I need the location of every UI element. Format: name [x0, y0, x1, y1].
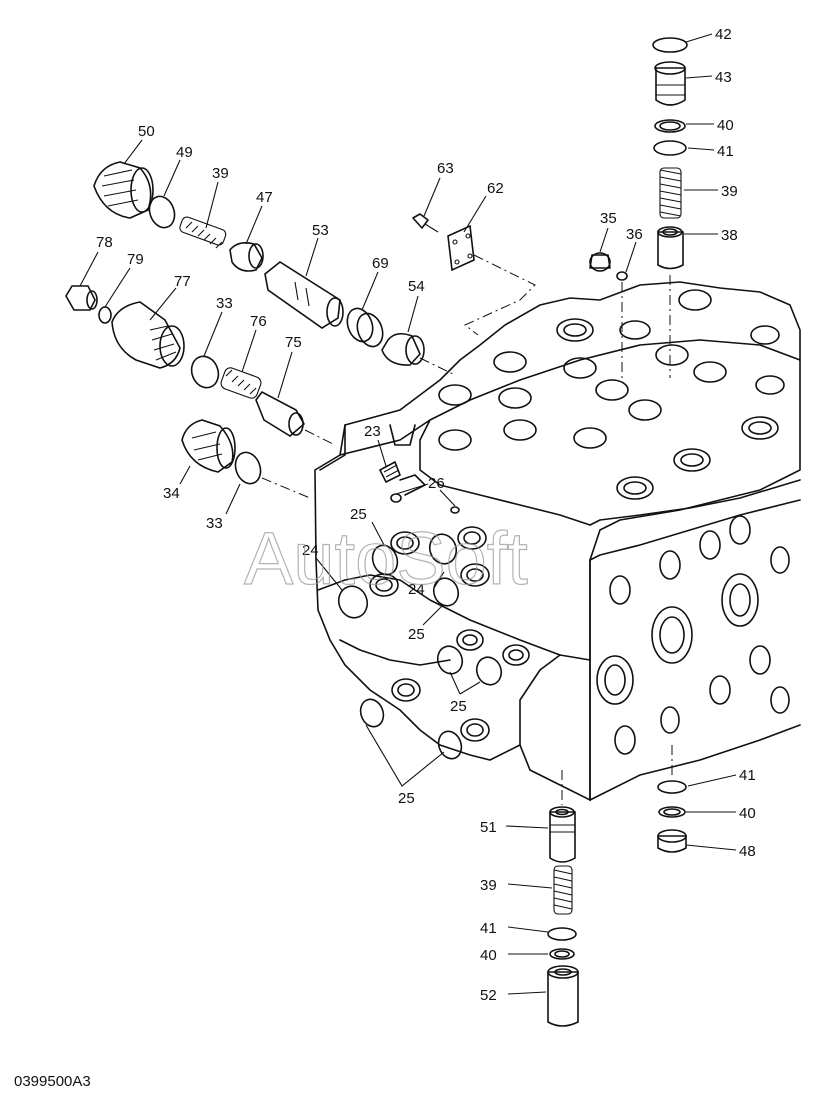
callout-26: 26: [428, 475, 445, 492]
callout-49: 49: [176, 144, 193, 161]
front-o-rings: [337, 533, 503, 760]
fittings-23-26: [379, 461, 460, 514]
drawing-code: 0399500A3: [14, 1073, 91, 1090]
watermark: AutoSoft: [244, 517, 528, 600]
callout-41: 41: [717, 143, 734, 160]
callout-24b: 24: [408, 581, 425, 598]
top-plug-stack: [589, 37, 688, 378]
callout-40c: 40: [480, 947, 497, 964]
callout-76: 76: [250, 313, 267, 330]
callout-41c: 41: [480, 920, 497, 937]
spool-assembly: [93, 161, 456, 376]
callout-53: 53: [312, 222, 329, 239]
valve-body: [314, 281, 801, 802]
callout-33: 33: [216, 295, 233, 312]
callout-labels: 42 43 40 41 39 38 36 35 50 49 39 47 53 6…: [96, 26, 756, 1004]
relief-assembly: [65, 285, 336, 446]
callout-77: 77: [174, 273, 191, 290]
callout-33b: 33: [206, 515, 223, 532]
callout-62: 62: [487, 180, 504, 197]
callout-52: 52: [480, 987, 497, 1004]
bottom-plug-stack: [547, 770, 579, 1027]
callout-69: 69: [372, 255, 389, 272]
callout-41b: 41: [739, 767, 756, 784]
callout-63: 63: [437, 160, 454, 177]
callout-39c: 39: [480, 877, 497, 894]
cover-plate: [412, 213, 536, 336]
callout-50: 50: [138, 123, 155, 140]
plug-34: [181, 419, 311, 499]
callout-43: 43: [715, 69, 732, 86]
callout-79: 79: [127, 251, 144, 268]
callout-35: 35: [600, 210, 617, 227]
callout-34: 34: [163, 485, 180, 502]
callout-25d: 25: [398, 790, 415, 807]
callout-78: 78: [96, 234, 113, 251]
callout-24a: 24: [302, 542, 319, 559]
leader-lines: [79, 33, 737, 995]
side-face-ports: [596, 515, 790, 755]
callout-54: 54: [408, 278, 425, 295]
callout-42: 42: [715, 26, 732, 43]
callout-25a: 25: [350, 506, 367, 523]
callout-39: 39: [721, 183, 738, 200]
callout-47: 47: [256, 189, 273, 206]
callout-25c: 25: [450, 698, 467, 715]
callout-40: 40: [717, 117, 734, 134]
callout-36: 36: [626, 226, 643, 243]
callout-51: 51: [480, 819, 497, 836]
callout-40b: 40: [739, 805, 756, 822]
callout-38: 38: [721, 227, 738, 244]
callout-25b: 25: [408, 626, 425, 643]
callout-48: 48: [739, 843, 756, 860]
callout-75: 75: [285, 334, 302, 351]
callout-23: 23: [364, 423, 381, 440]
right-plug-stack: [657, 745, 687, 853]
top-face-bores: [438, 289, 785, 500]
callout-39b: 39: [212, 165, 229, 182]
